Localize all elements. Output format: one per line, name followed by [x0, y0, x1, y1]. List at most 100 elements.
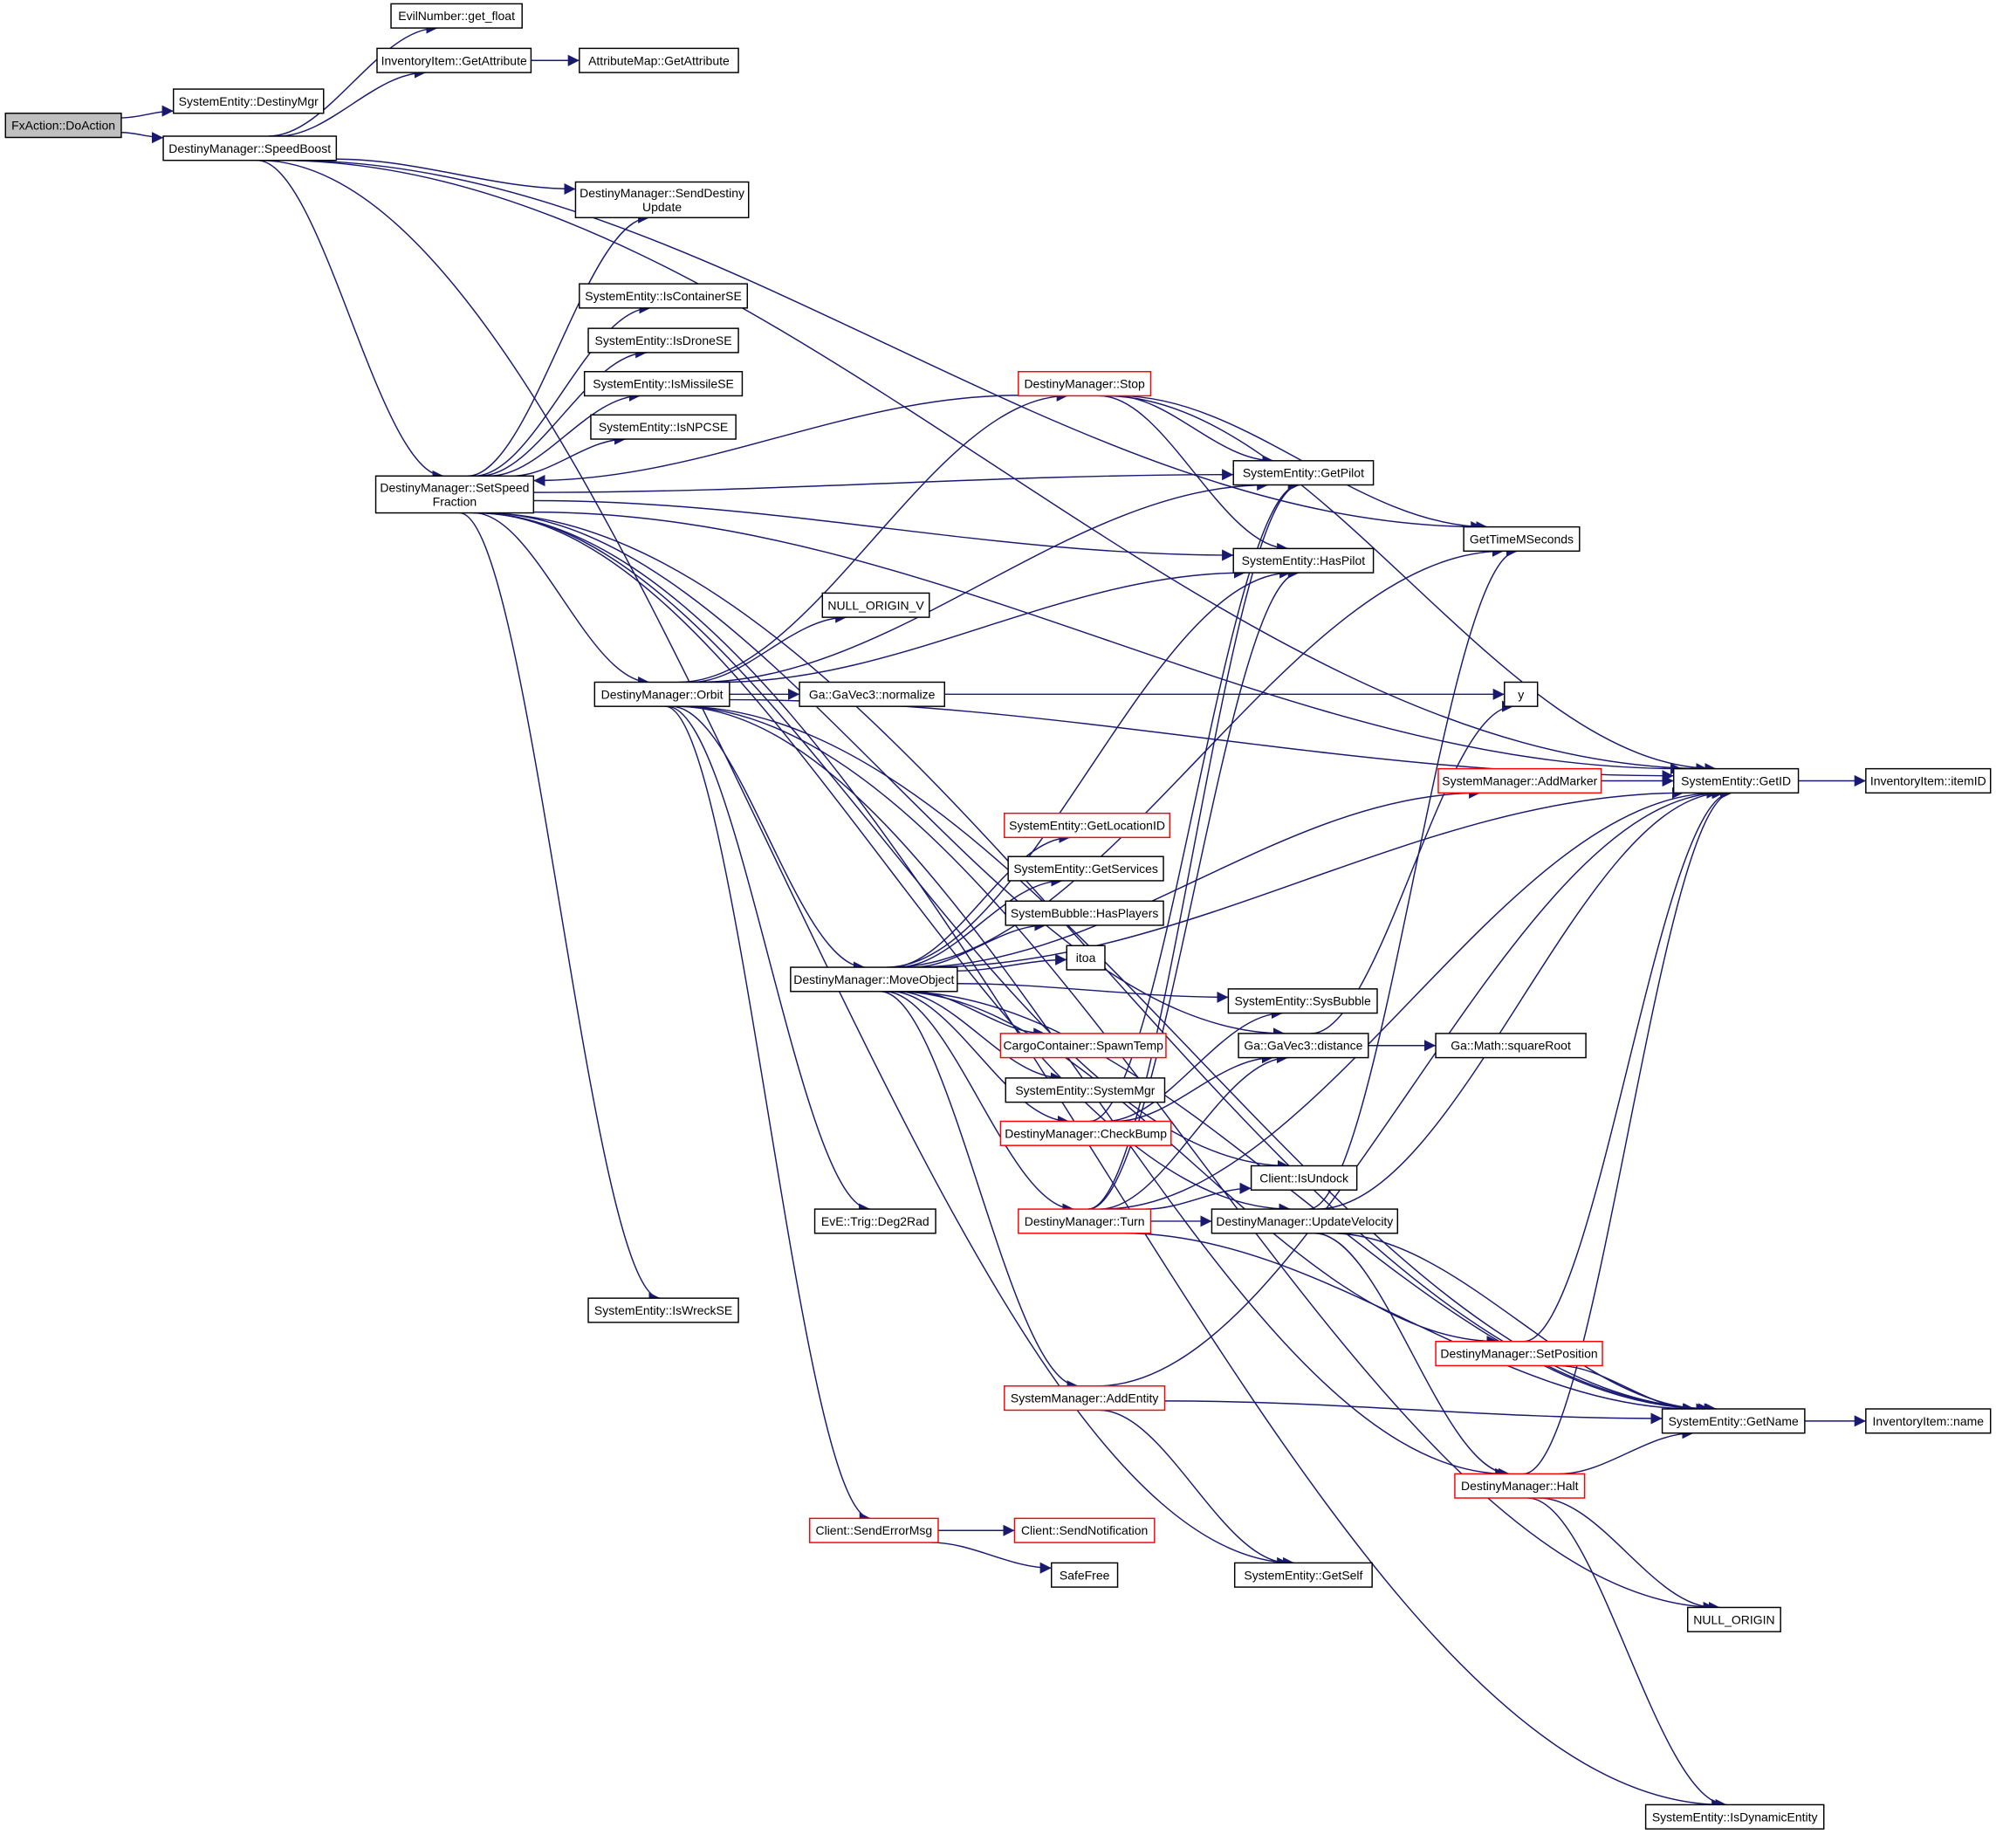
edge-updatevel-to-getname — [1330, 1233, 1708, 1415]
node-updatevel[interactable]: DestinyManager::UpdateVelocity — [1211, 1208, 1399, 1234]
node-getname[interactable]: SystemEntity::GetName — [1661, 1408, 1806, 1434]
edge-turn-to-getname — [1123, 1233, 1695, 1415]
node-distance[interactable]: Ga::GaVec3::distance — [1238, 1033, 1369, 1059]
node-getid[interactable]: SystemEntity::GetID — [1672, 767, 1800, 794]
node-checkbump[interactable]: DestinyManager::CheckBump — [999, 1120, 1172, 1146]
node-isnpc[interactable]: SystemEntity::IsNPCSE — [590, 414, 737, 440]
node-box — [1004, 1385, 1166, 1412]
node-label: DestinyManager::Orbit — [601, 687, 724, 701]
edge-speedboost-to-senddestiny — [336, 158, 576, 196]
node-isdynamic[interactable]: SystemEntity::IsDynamicEntity — [1644, 1803, 1825, 1830]
node-getservices[interactable]: SystemEntity::GetServices — [1007, 855, 1164, 882]
node-label: SystemEntity::IsMissileSE — [593, 377, 734, 391]
node-squareroot[interactable]: Ga::Math::squareRoot — [1435, 1033, 1587, 1059]
node-hasplayers[interactable]: SystemBubble::HasPlayers — [1005, 900, 1164, 926]
edge-moveobject-to-itoa — [957, 953, 1067, 972]
edge-stop-to-getpilot — [1114, 395, 1274, 467]
node-box — [1004, 812, 1171, 839]
node-moveobject[interactable]: DestinyManager::MoveObject — [790, 966, 958, 993]
node-box — [1007, 855, 1164, 882]
node-senderror[interactable]: Client::SendErrorMsg — [808, 1517, 939, 1543]
edge-orbit-to-senderror — [665, 705, 871, 1524]
node-setposition[interactable]: DestinyManager::SetPosition — [1435, 1340, 1603, 1367]
node-label: DestinyManager::CheckBump — [1005, 1126, 1167, 1140]
node-label: itoa — [1076, 951, 1096, 965]
node-itemid[interactable]: InventoryItem::itemID — [1865, 767, 1992, 794]
node-label: DestinyManager::MoveObject — [793, 972, 954, 986]
node-label: DestinyManager::Stop — [1024, 377, 1145, 391]
node-label: InventoryItem::GetAttribute — [381, 53, 527, 67]
node-nulloriginv[interactable]: NULL_ORIGIN_V — [821, 592, 930, 618]
node-label: SystemEntity::IsDynamicEntity — [1652, 1810, 1818, 1824]
edge-doaction-to-speedboost — [120, 132, 164, 144]
node-stop[interactable]: DestinyManager::Stop — [1018, 371, 1152, 397]
edge-halt-to-getname — [1559, 1427, 1694, 1475]
node-getfloat[interactable]: EvilNumber::get_float — [390, 3, 523, 29]
node-halt[interactable]: DestinyManager::Halt — [1454, 1473, 1586, 1499]
node-spawntemp[interactable]: CargoContainer::SpawnTemp — [999, 1033, 1167, 1059]
edge-speedboost-to-invgetattr — [278, 66, 426, 137]
node-label: InventoryItem::itemID — [1870, 773, 1986, 787]
node-destinymgr[interactable]: SystemEntity::DestinyMgr — [172, 88, 325, 114]
node-box — [1211, 1208, 1399, 1234]
node-box — [162, 135, 338, 161]
node-label: SafeFree — [1060, 1568, 1110, 1582]
node-iscontainer[interactable]: SystemEntity::IsContainerSE — [579, 283, 749, 309]
node-isdrone[interactable]: SystemEntity::IsDroneSE — [587, 327, 739, 354]
node-nullorigin[interactable]: NULL_ORIGIN — [1687, 1606, 1781, 1632]
edge-moveobject-to-sysbubble — [957, 983, 1229, 1003]
node-safefree[interactable]: SafeFree — [1051, 1562, 1119, 1588]
node-box — [1435, 1340, 1603, 1367]
node-box — [1227, 988, 1378, 1014]
node-y[interactable]: y — [1504, 681, 1539, 707]
edge-orbit-to-moveobject — [670, 705, 866, 973]
node-addentity[interactable]: SystemManager::AddEntity — [1004, 1385, 1166, 1412]
node-label: GetTimeMSeconds — [1470, 532, 1574, 546]
node-normalize[interactable]: Ga::GaVec3::normalize — [799, 681, 945, 707]
node-deg2rad[interactable]: EvE::Trig::Deg2Rad — [813, 1208, 936, 1234]
node-iswreck[interactable]: SystemEntity::IsWreckSE — [587, 1297, 739, 1323]
edge-moveobject-to-gettime — [891, 545, 1505, 968]
edge-addentity-to-getself — [1099, 1409, 1289, 1569]
node-turn[interactable]: DestinyManager::Turn — [1018, 1208, 1152, 1234]
node-getpilot[interactable]: SystemEntity::GetPilot — [1232, 460, 1375, 486]
edge-orbit-to-nulloriginv — [690, 611, 847, 684]
node-box — [1005, 1077, 1166, 1103]
node-box — [1013, 1517, 1156, 1543]
node-gettime[interactable]: GetTimeMSeconds — [1463, 526, 1581, 553]
node-haspilot[interactable]: SystemEntity::HasPilot — [1232, 547, 1375, 574]
node-label: SystemEntity::SysBubble — [1235, 994, 1371, 1008]
node-label: Ga::GaVec3::distance — [1244, 1039, 1362, 1053]
node-box — [999, 1033, 1167, 1059]
node-orbit[interactable]: DestinyManager::Orbit — [593, 681, 730, 707]
node-isundock[interactable]: Client::IsUndock — [1250, 1164, 1358, 1191]
node-getlocation[interactable]: SystemEntity::GetLocationID — [1004, 812, 1171, 839]
edge-moveobject-to-getname — [897, 991, 1711, 1415]
node-speedboost[interactable]: DestinyManager::SpeedBoost — [162, 135, 338, 161]
node-invname[interactable]: InventoryItem::name — [1865, 1408, 1992, 1434]
node-label: Update — [642, 200, 682, 214]
node-box — [1437, 767, 1602, 794]
node-box — [1005, 900, 1164, 926]
node-label: DestinyManager::SetSpeed — [380, 480, 529, 494]
node-itoa[interactable]: itoa — [1066, 945, 1106, 971]
node-sysbubble[interactable]: SystemEntity::SysBubble — [1227, 988, 1378, 1014]
node-addmarker[interactable]: SystemManager::AddMarker — [1437, 767, 1602, 794]
node-sendnotif[interactable]: Client::SendNotification — [1013, 1517, 1156, 1543]
node-doaction[interactable]: FxAction::DoAction — [4, 113, 122, 139]
node-systemmgr[interactable]: SystemEntity::SystemMgr — [1005, 1077, 1166, 1103]
node-label: SystemEntity::IsDroneSE — [595, 333, 732, 347]
edge-setposition-to-getid — [1523, 787, 1732, 1343]
node-attrmap[interactable]: AttributeMap::GetAttribute — [579, 47, 739, 73]
node-getself[interactable]: SystemEntity::GetSelf — [1233, 1562, 1373, 1588]
node-box — [821, 592, 930, 618]
edge-halt-to-isdynamic — [1527, 1497, 1727, 1810]
edge-setspeed-to-distance — [483, 512, 1286, 1040]
node-ismissile[interactable]: SystemEntity::IsMissileSE — [583, 371, 744, 397]
edge-orbit-to-getid — [729, 698, 1674, 782]
node-box — [1865, 767, 1992, 794]
edge-doaction-to-destinymgr — [120, 105, 174, 119]
node-invgetattr[interactable]: InventoryItem::GetAttribute — [376, 47, 532, 73]
